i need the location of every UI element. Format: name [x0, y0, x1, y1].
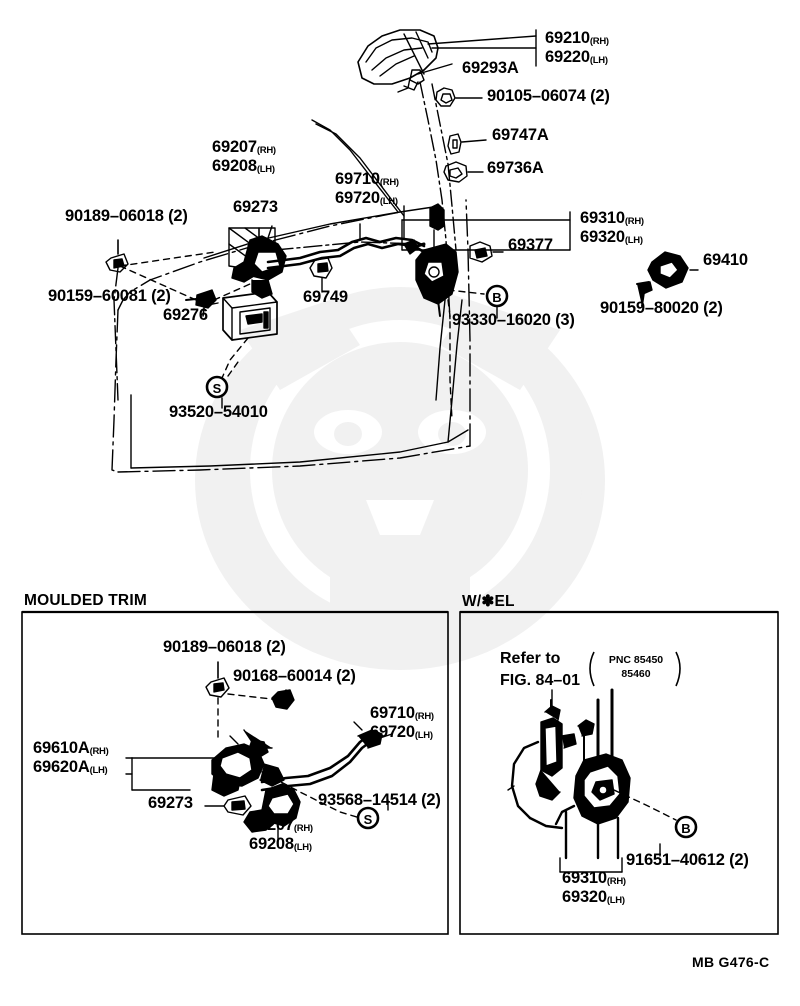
label-69273: 69273: [233, 198, 278, 216]
label-69747A: 69747A: [492, 126, 549, 144]
footer-drawing-code: MB G476-C: [692, 954, 770, 970]
svg-text:B: B: [492, 290, 501, 305]
label-wel-91651-40612: 91651–40612 (2): [626, 851, 749, 869]
svg-text:S: S: [213, 381, 222, 396]
panel-title-moulded-trim: MOULDED TRIM: [24, 592, 147, 609]
label-mt-69610A: 69610A(RH): [33, 739, 109, 757]
marker-B-wel: B: [674, 815, 698, 839]
label-69720: 69720(LH): [335, 189, 398, 207]
label-mt-90189-06018: 90189–06018 (2): [163, 638, 286, 656]
label-69276: 69276: [163, 306, 208, 324]
label-93520-54010: 93520–54010: [169, 403, 268, 421]
label-90159-80020: 90159–80020 (2): [600, 299, 723, 317]
label-mt-69207: 69207(RH): [249, 816, 313, 834]
label-69377: 69377: [508, 236, 553, 254]
label-69320: 69320(LH): [580, 228, 643, 246]
panel-title-wel: W/✽EL: [462, 593, 515, 610]
label-mt-69208: 69208(LH): [249, 835, 312, 853]
marker-S-moulded-trim: S: [356, 806, 380, 830]
refer-to-text: Refer to FIG. 84–01: [500, 648, 580, 691]
label-90105-06074: 90105–06074 (2): [487, 87, 610, 105]
refer-line-2: FIG. 84–01: [500, 671, 581, 689]
label-69207: 69207(RH): [212, 138, 276, 156]
label-mt-69720: 69720(LH): [370, 723, 433, 741]
pnc-line-2: 85460: [621, 667, 651, 680]
label-69710: 69710(RH): [335, 170, 399, 188]
label-69410: 69410: [703, 251, 748, 269]
label-mt-69273: 69273: [148, 794, 193, 812]
label-69293A: 69293A: [462, 59, 519, 77]
label-90189-06018: 90189–06018 (2): [65, 207, 188, 225]
label-69736A: 69736A: [487, 159, 544, 177]
label-90159-60081: 90159–60081 (2): [48, 287, 171, 305]
label-mt-90168-60014: 90168–60014 (2): [233, 667, 356, 685]
label-69310: 69310(RH): [580, 209, 644, 227]
svg-text:B: B: [681, 821, 690, 836]
label-wel-69320: 69320(LH): [562, 888, 625, 906]
pnc-line-1: PNC 85450: [608, 654, 664, 666]
label-93330-16020: 93330–16020 (3): [452, 311, 575, 329]
label-wel-69310: 69310(RH): [562, 869, 626, 887]
label-69220: 69220(LH): [545, 48, 608, 66]
label-mt-93568-14514: 93568–14514 (2): [318, 791, 441, 809]
marker-S-main: S: [205, 375, 229, 399]
refer-line-1: Refer to: [500, 650, 561, 667]
marker-B-main: B: [485, 284, 509, 308]
svg-text:S: S: [364, 812, 373, 827]
pnc-reference: PNC 85450 85460: [598, 654, 674, 681]
label-69210: 69210(RH): [545, 29, 609, 47]
label-mt-69710: 69710(RH): [370, 704, 434, 722]
label-69208: 69208(LH): [212, 157, 275, 175]
label-69749: 69749: [303, 288, 348, 306]
label-mt-69620A: 69620A(LH): [33, 758, 108, 776]
